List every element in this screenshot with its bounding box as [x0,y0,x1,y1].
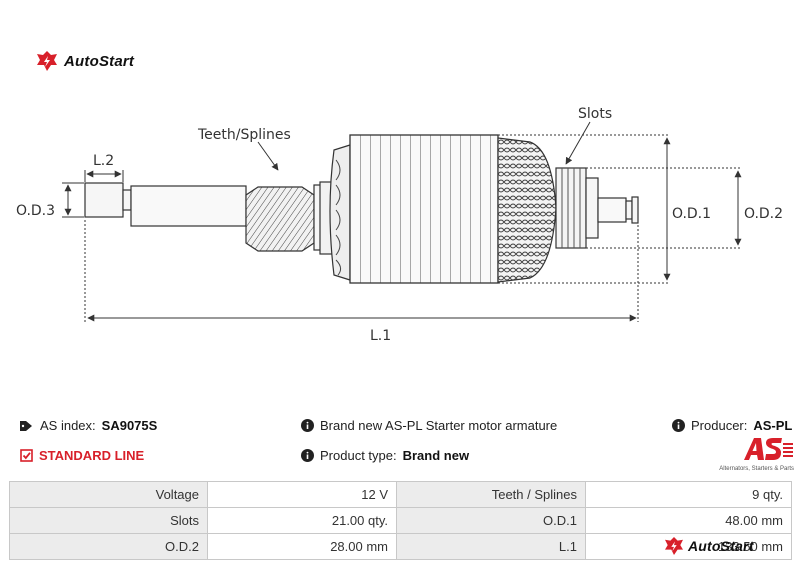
l1-label: L.1 [370,328,391,344]
winding-right [497,137,557,283]
producer-value: AS-PL [753,418,793,433]
standard-line-row: STANDARD LINE [20,448,144,463]
producer-label: Producer: [691,418,748,433]
info-icon [672,419,685,432]
product-type-label: Product type: [320,448,397,463]
armature-core [349,134,499,284]
od3-label: O.D.3 [16,203,55,219]
od1-label: O.D.1 [672,206,711,222]
spec-table: Voltage 12 V Teeth / Splines 9 qty. Slot… [9,481,792,560]
spec-label: Slots [9,507,208,534]
dimension-lines [62,121,742,322]
as-index-value: SA9075S [101,418,158,433]
spec-value: 28.00 mm [207,533,397,560]
autostart-watermark-icon [665,537,683,555]
product-description: Brand new AS-PL Starter motor armature [320,418,558,433]
as-index: AS index: SA9075S [20,418,157,433]
spec-label: L.1 [396,533,586,560]
spec-value: 21.00 qty. [207,507,397,534]
spec-label: Teeth / Splines [396,481,586,508]
as-index-label: AS index: [40,418,96,433]
slots-label: Slots [578,106,612,122]
shaft-right-end [597,196,639,224]
teeth-splines-gear [245,181,335,255]
spec-value: 48.00 mm [585,507,792,534]
as-pl-logo-mark [744,438,793,460]
tags-icon [20,420,32,431]
spec-label: O.D.1 [396,507,586,534]
info-icon [301,449,314,462]
watermark-text: AutoStart [688,538,754,554]
spec-label: Voltage [9,481,208,508]
as-pl-logo: Alternators, Starters & Parts [706,437,794,472]
commutator [555,167,599,249]
standard-line: STANDARD LINE [39,448,145,463]
description-row: Brand new AS-PL Starter motor armature [301,418,557,433]
table-row: Voltage 12 V Teeth / Splines 9 qty. [9,481,792,508]
spec-value: 133.50 mm [585,533,792,560]
armature-diagram: Teeth/Splines Slots L.2 O.D.3 O.D.1 O.D.… [16,106,783,344]
table-row: O.D.2 28.00 mm L.1 133.50 mm [9,533,792,560]
table-row: Slots 21.00 qty. O.D.1 48.00 mm [9,507,792,534]
spec-value: 9 qty. [585,481,792,508]
teeth-splines-label: Teeth/Splines [197,127,291,143]
autostart-logo[interactable]: AutoStart [36,51,134,71]
spec-value: 12 V [207,481,397,508]
producer-row: Producer: AS-PL [672,418,792,433]
check-square-icon [20,449,33,462]
spec-label: O.D.2 [9,533,208,560]
info-icon [301,419,314,432]
winding-left [329,144,351,281]
product-type-value: Brand new [402,448,470,463]
product-type-row: Product type: Brand new [301,448,469,463]
logo-text: AutoStart [64,52,135,70]
shaft-left-end [84,182,247,227]
l2-label: L.2 [93,153,114,169]
od2-label: O.D.2 [744,206,783,222]
autostart-logo-icon [37,51,57,71]
autostart-watermark: AutoStart [664,537,754,555]
as-pl-logo-subtitle: Alternators, Starters & Parts [719,466,794,472]
